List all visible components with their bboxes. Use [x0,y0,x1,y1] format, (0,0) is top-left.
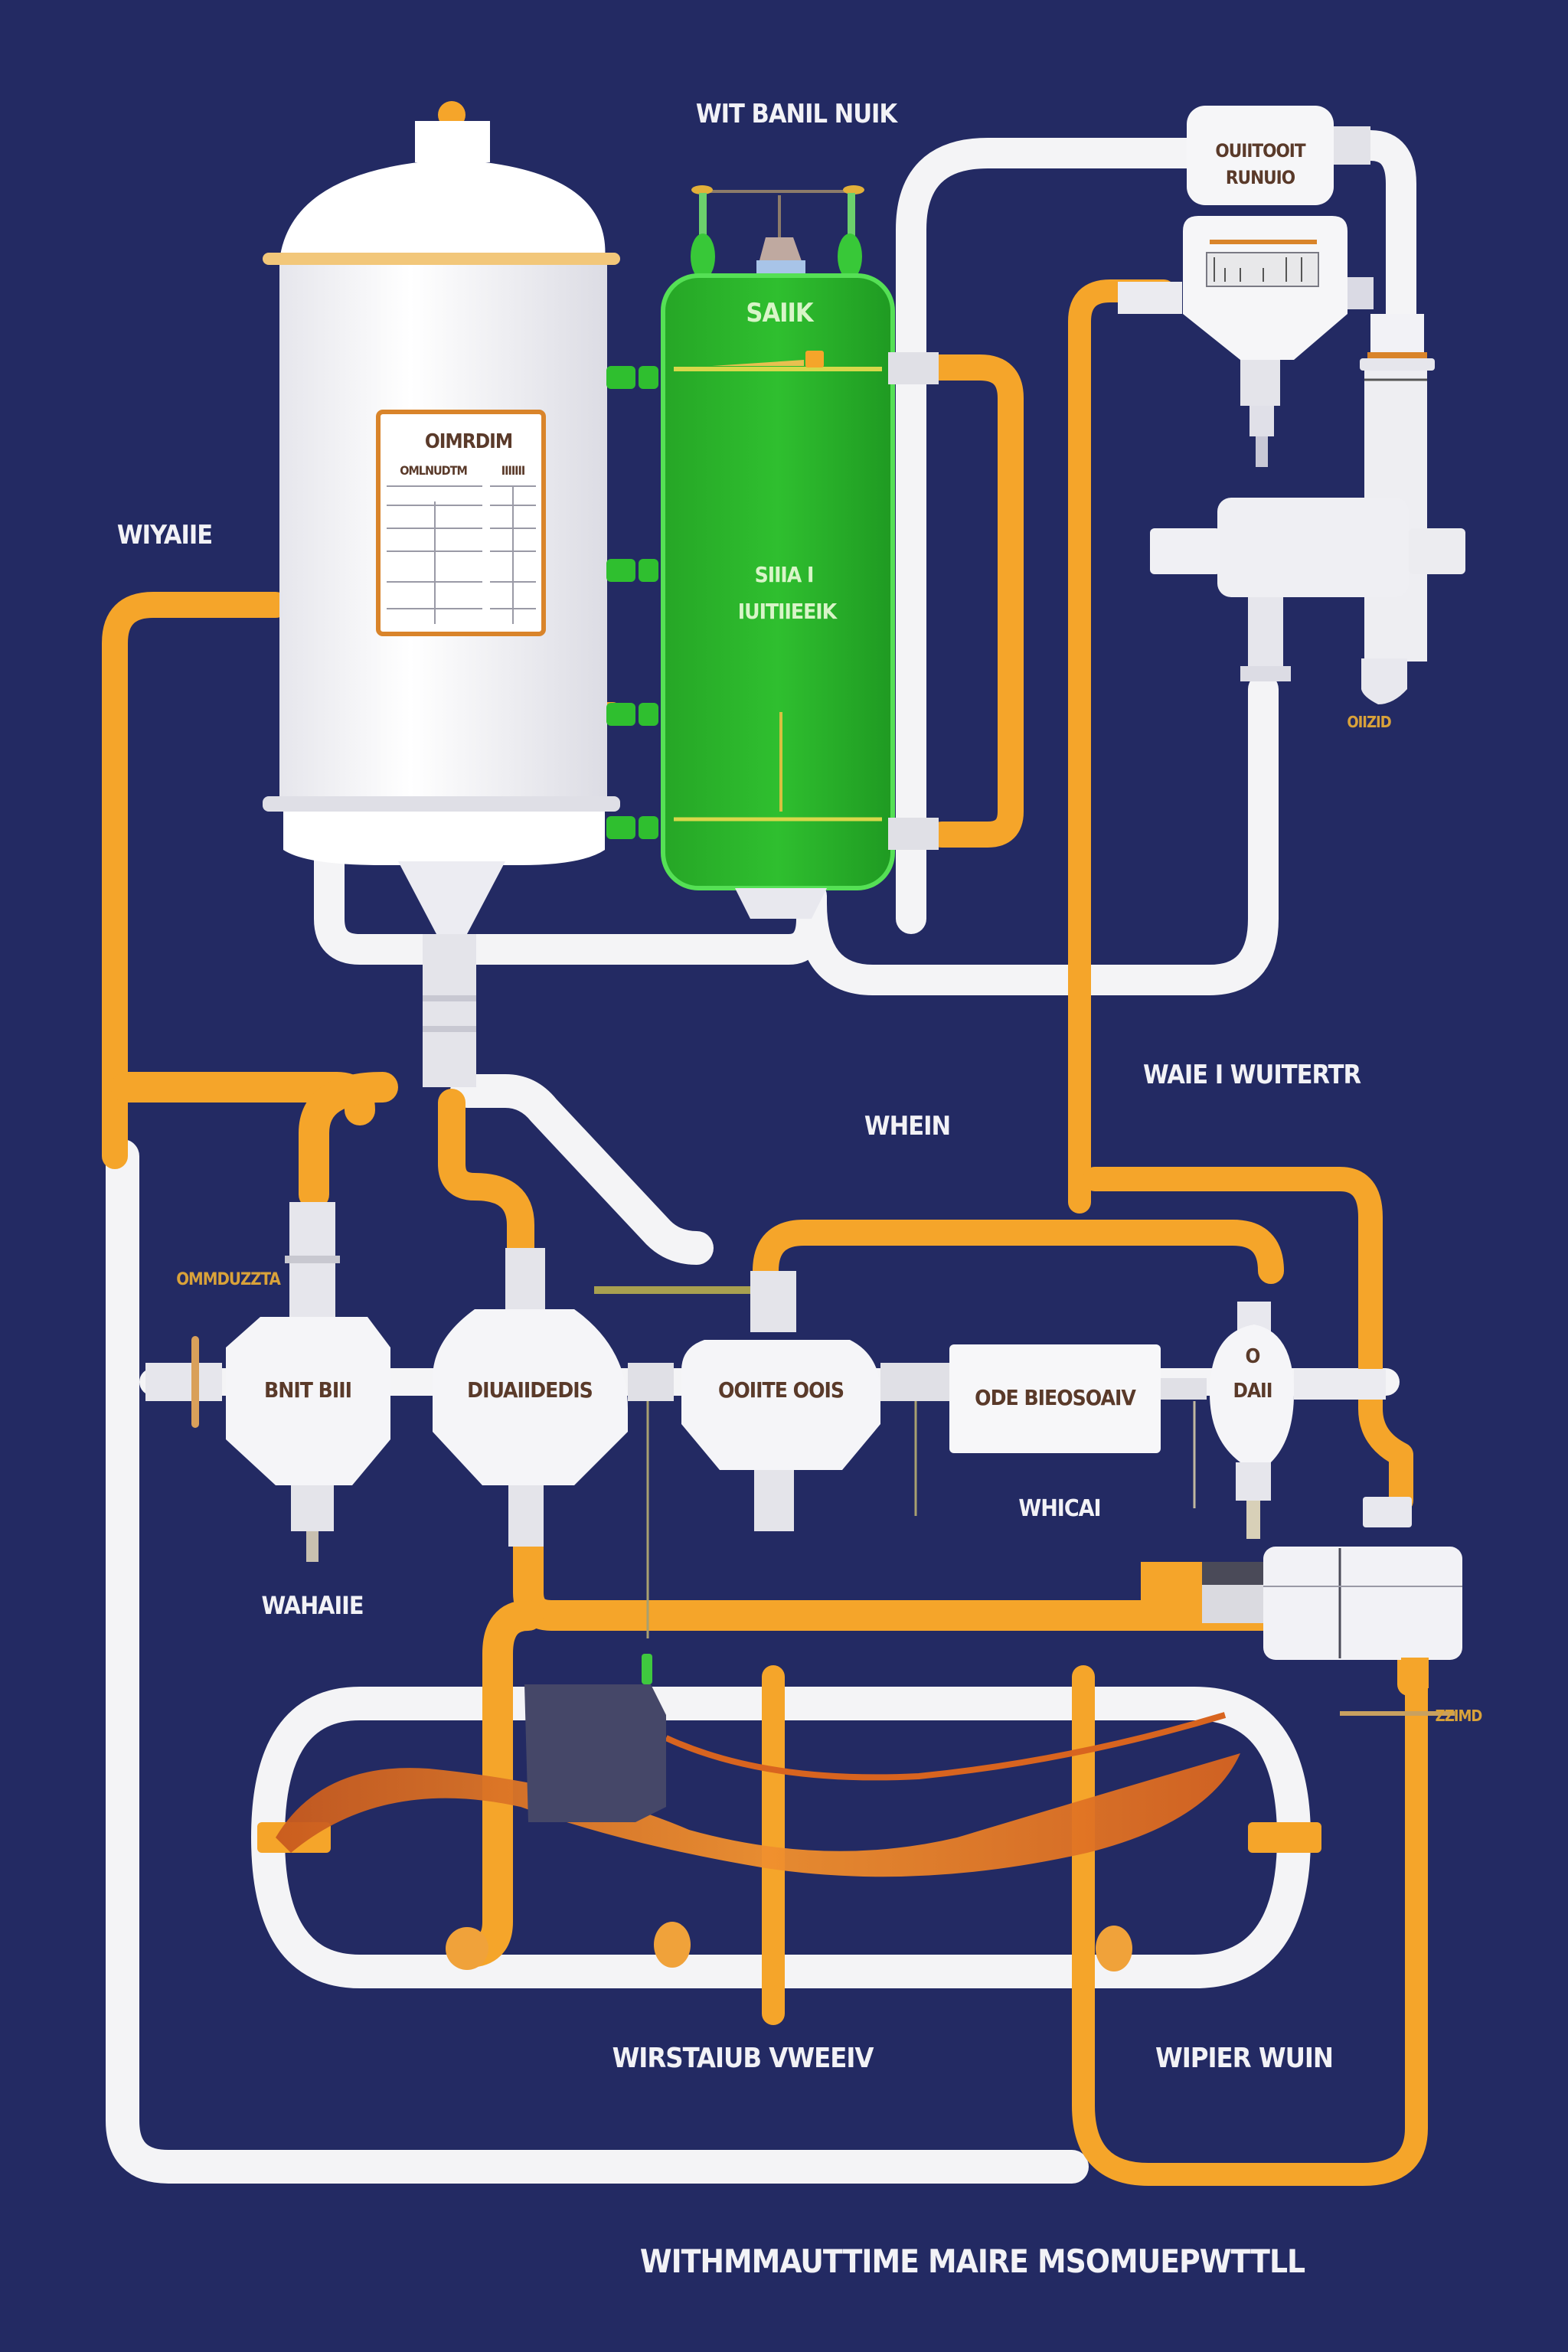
tank-rim-bottom [263,796,620,812]
orange-pipe-branch-valve1 [299,1072,398,1210]
orange-disc-center [654,1922,691,1968]
lower-right-pump [1141,1497,1462,1716]
flow-ribbon [276,1753,1240,1877]
valve-4-label: DAII [1233,1380,1272,1403]
label-center-mid: WHEIN [864,1111,950,1142]
white-pipe-top-right [1332,130,1416,375]
tank-outlet [423,934,476,1087]
green-tank-body-line2: IUITIIEEIK [738,599,838,624]
orange-pipe-right-down [1083,1167,1413,1513]
top-right-equipment [1118,106,1465,704]
white-pipe-green-loop [796,674,1279,995]
orange-pipe-s-curve [438,1089,534,1269]
valve-2-label: DIUAIIDEDIS [467,1377,593,1403]
label-bottom-left: WIRSTAIUB VWEEIV [612,2043,874,2074]
valve-3-label: OOIITE OOIS [718,1377,844,1403]
tank-panel-title: OIMRDIM [425,430,512,453]
orange-pipe-left-feed [102,592,289,1169]
orange-pipe-top-cross [753,1220,1284,1284]
white-tank [263,101,620,1087]
tank-base [283,812,605,865]
meter-box [949,1344,1161,1453]
flow-meter [1183,216,1348,360]
valve-3-body [681,1340,880,1470]
tank-top-cap [415,121,490,162]
green-sensor [642,1654,652,1684]
orange-pipe-vert-2 [1072,1650,1428,2186]
label-bottom-right: WIPIER WUIN [1155,2043,1333,2074]
tank-funnel [398,861,505,934]
white-pipe-diagonal [450,1074,714,1265]
valve-4-top: O [1246,1345,1260,1368]
valve-1-body [226,1317,390,1485]
tank-rim-top [263,253,620,265]
label-top-center: WIT BANIL NUIK [696,99,899,129]
label-gold-right-low: ZZIMD [1436,1707,1482,1725]
green-tank-top-label: SAIIK [746,298,814,328]
top-right-box [1187,106,1334,205]
diagram-title: WITHMMAUTTIME MAIRE MSOMUEPWTTLL [640,2243,1305,2280]
orange-pipe-right-riser [1068,279,1175,1214]
label-left-low: WAHAIIE [261,1591,363,1620]
green-tank-body-line1: SIIIA I [755,562,814,587]
valve-row [145,1202,1386,1638]
top-right-box-line2: RUNUIO [1226,167,1295,188]
tank-panel-grid [387,485,536,624]
label-gold-left: OMMDUZZTA [176,1270,281,1289]
valve-4-body [1210,1325,1294,1462]
label-left-side: WIYAIIE [117,520,212,550]
valve-1-label: BNIT BIII [264,1377,351,1403]
label-right-mid: WAIE I WUITERTR [1143,1060,1361,1090]
oval-clamp-right [1248,1822,1321,1853]
green-tank [606,185,939,919]
flow-ribbon-line [665,1712,1227,1781]
white-pipe-oval [251,1687,1311,1988]
tank-panel-sub-right: IIIIIII [501,463,525,478]
dark-pump-block [524,1684,666,1822]
white-pipe-top-arc [896,138,1210,934]
top-right-box-line1: OUIITOOIT [1215,140,1305,162]
valve-2-body [433,1309,628,1485]
label-gold-right-top: OIIZID [1347,713,1390,731]
white-pipe-left-return [106,1139,1089,2184]
tank-dome [279,159,606,260]
orange-pipe-green-side [921,354,1024,848]
lower-pump-body [1263,1547,1462,1660]
meter-box-label: ODE BIEOSOAIV [975,1385,1136,1410]
orange-disc-left [446,1927,488,1970]
orange-disc-right [1096,1926,1132,1971]
label-meter-right: WHICAI [1018,1495,1100,1522]
tank-info-panel [376,410,546,636]
pump-body [1217,498,1409,597]
tank-panel-sub-left: OMLNUDTM [400,463,467,478]
